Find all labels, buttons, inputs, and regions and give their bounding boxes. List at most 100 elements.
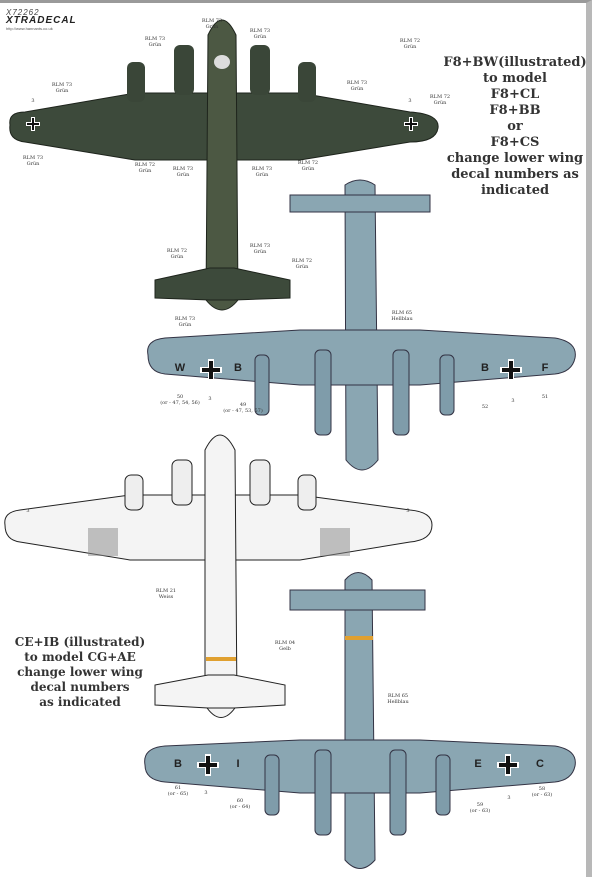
- balkenkreuz-icon: [197, 754, 219, 776]
- callout-name: Grün: [301, 166, 315, 172]
- callout-name: Grün: [170, 254, 184, 260]
- decal-alt: (or - 47, 54, 56): [160, 400, 200, 406]
- logo-code: X72262: [6, 8, 40, 17]
- code-letter: B: [481, 362, 489, 374]
- callout-name: Grün: [255, 172, 269, 178]
- callout-code: RLM 73: [249, 28, 271, 34]
- decal-number: 52: [482, 404, 488, 410]
- callout-name: Gelb: [279, 646, 291, 652]
- note-line: as indicated: [39, 695, 121, 709]
- aircraft-underside-blue-1: [147, 179, 576, 471]
- decal-alt: (or - 64): [229, 804, 251, 810]
- xtradecal-logo: X72262 XTRADECAL http://www.hannants.co.…: [6, 8, 77, 31]
- callout-name: Grün: [176, 172, 190, 178]
- note-line: CE+IB (illustrated): [14, 635, 146, 649]
- decal-num: 51: [541, 394, 549, 400]
- balkenkreuz-icon: [200, 359, 222, 381]
- decal-num: 58: [538, 786, 546, 792]
- callout-name: Weiss: [158, 594, 174, 600]
- callout-name: Grün: [433, 100, 447, 106]
- callout-name: Grün: [253, 249, 267, 255]
- decal-number: 61(or - 65): [168, 785, 189, 797]
- code-letter: B: [174, 758, 182, 770]
- callout-code: RLM 73: [174, 316, 196, 322]
- decal-num: 52: [481, 404, 489, 410]
- callout-code: RLM 65: [387, 693, 409, 699]
- callout-name: Grün: [26, 161, 40, 167]
- callout-name: Grün: [148, 42, 162, 48]
- balkenkreuz-icon: [404, 117, 418, 131]
- decal-num: 59: [476, 802, 484, 808]
- callout-code: RLM 04: [274, 640, 296, 646]
- code-letter: E: [474, 758, 482, 770]
- decal-number-3: 3: [26, 508, 30, 514]
- decal-number: 49(or - 47, 53, 57): [223, 402, 263, 414]
- decal-number: 60(or - 64): [230, 798, 251, 810]
- note-line: indicated: [480, 183, 550, 198]
- decal-number: 58(or - 63): [532, 786, 553, 798]
- logo-url: http://www.hannants.co.uk: [6, 26, 53, 31]
- callout-code: RLM 72: [297, 160, 319, 166]
- decal-number-3: 3: [507, 795, 511, 801]
- callout-code: RLM 73: [22, 155, 44, 161]
- callout-name: Grün: [138, 168, 152, 174]
- aircraft-top-view-white: [4, 434, 433, 718]
- decal-number-3: 3: [406, 508, 410, 514]
- decal-num: 60: [236, 798, 244, 804]
- balkenkreuz-icon: [497, 754, 519, 776]
- callout-name: Grün: [253, 34, 267, 40]
- decal-number: 59(or - 63): [470, 802, 491, 814]
- decal-num: 49: [239, 402, 247, 408]
- callout-code: RLM 73: [346, 80, 368, 86]
- decal-alt: (or - 63): [531, 792, 553, 798]
- note-line: to model: [483, 71, 547, 86]
- decal-num: 61: [174, 785, 182, 791]
- callout-code: RLM 73: [249, 243, 271, 249]
- logo-brand: XTRADECAL: [6, 15, 77, 26]
- callout-code: RLM 73: [201, 18, 223, 24]
- note-line: F8+CL: [490, 87, 540, 102]
- callout-name: Grün: [350, 86, 364, 92]
- note-line: decal numbers as: [451, 167, 579, 182]
- balkenkreuz-icon: [26, 117, 40, 131]
- aircraft-top-view-green: [9, 19, 439, 311]
- callout-code: RLM 72: [166, 248, 188, 254]
- code-letter: F: [541, 362, 549, 374]
- decal-number-3: 3: [208, 396, 212, 402]
- callout-code: RLM 72: [429, 94, 451, 100]
- callout-name: Grün: [205, 24, 219, 30]
- decal-num: 50: [176, 394, 184, 400]
- callout-name: Grün: [403, 44, 417, 50]
- code-letter: I: [236, 758, 240, 770]
- callout-name: Grün: [178, 322, 192, 328]
- decal-number-3: 3: [204, 790, 208, 796]
- balkenkreuz-icon: [500, 359, 522, 381]
- code-letter: C: [536, 758, 544, 770]
- aircraft-underside-blue-2: [144, 572, 576, 869]
- callout-code: RLM 72: [399, 38, 421, 44]
- callout-name: Grün: [295, 264, 309, 270]
- callout-code: RLM 21: [155, 588, 177, 594]
- note-line: F8+CS: [490, 135, 540, 150]
- callout-name: Grün: [55, 88, 69, 94]
- decal-alt: (or - 63): [469, 808, 491, 814]
- note-upper: F8+BW(illustrated) to model F8+CL F8+BB …: [430, 55, 600, 199]
